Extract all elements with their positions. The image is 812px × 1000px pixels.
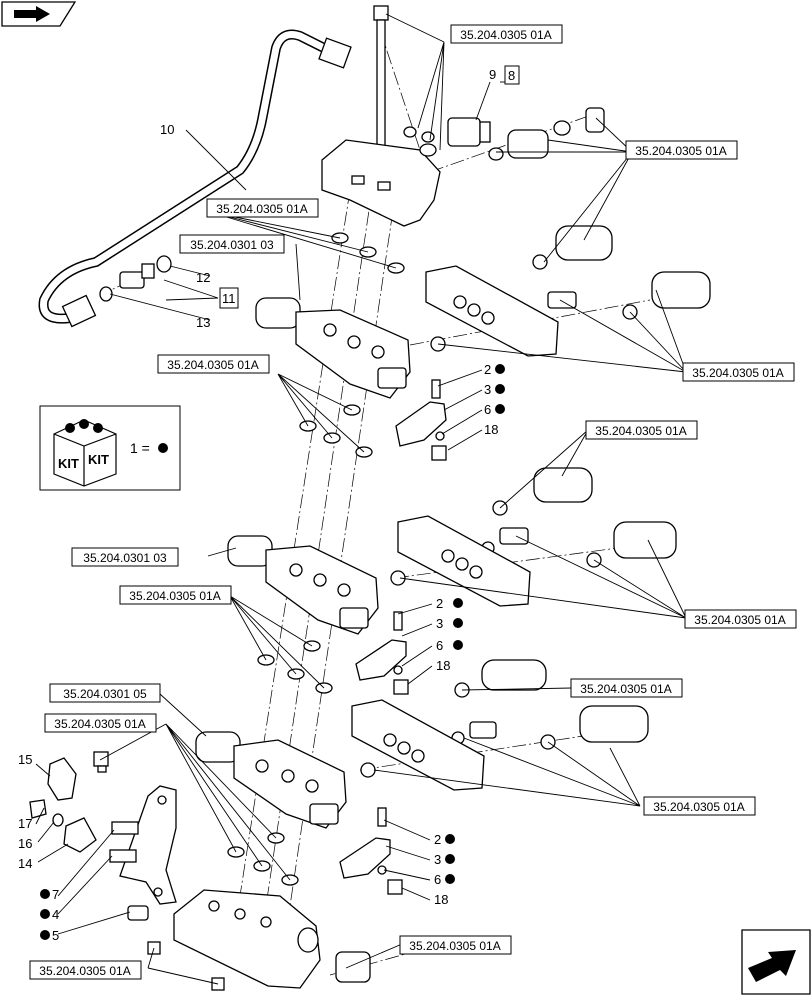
top-right-couplers bbox=[507, 107, 711, 320]
callout-2: 2 bbox=[484, 362, 491, 377]
inlet-end-cover bbox=[147, 889, 371, 991]
kit-equals-label: 1 = bbox=[130, 440, 150, 456]
kit-label-1: KIT bbox=[58, 456, 79, 471]
callout-11: 11 bbox=[222, 291, 236, 306]
pipe-10 bbox=[38, 29, 352, 328]
valve-section-2 bbox=[227, 535, 379, 635]
ref-label: 35.204.0305 01A bbox=[54, 717, 145, 731]
mounting-bracket bbox=[29, 751, 177, 921]
ref-label: 35.204.0305 01A bbox=[653, 800, 744, 814]
coupler-bracket-1 bbox=[425, 265, 559, 357]
ref-box-8[interactable]: 35.204.0301 03 bbox=[71, 547, 179, 567]
ref-box-7[interactable]: 35.204.0305 01A bbox=[585, 420, 698, 440]
kit-box-icon bbox=[53, 419, 117, 487]
ref-label: 35.204.0305 01A bbox=[595, 424, 686, 438]
bullet-icon bbox=[495, 384, 505, 394]
ref-box-9[interactable]: 35.204.0305 01A bbox=[119, 585, 232, 605]
callout-17: 17 bbox=[18, 816, 32, 831]
coupler-bracket-2 bbox=[390, 515, 531, 607]
lower-right-couplers bbox=[451, 659, 649, 750]
ref-label: 35.204.0301 03 bbox=[83, 551, 167, 565]
relief-valve bbox=[447, 117, 504, 161]
callout-16: 16 bbox=[18, 836, 32, 851]
callout-8: 8 bbox=[508, 68, 515, 83]
ref-box-5[interactable]: 35.204.0305 01A bbox=[157, 354, 270, 374]
top-valve-cover bbox=[321, 126, 441, 227]
ref-label: 35.204.0305 01A bbox=[216, 202, 307, 216]
ref-label: 35.204.0305 01A bbox=[580, 682, 671, 696]
ref-box-10[interactable]: 35.204.0305 01A bbox=[684, 609, 797, 629]
ref-label: 35.204.0305 01A bbox=[39, 964, 130, 978]
ref-box-14[interactable]: 35.204.0305 01A bbox=[643, 796, 756, 816]
bullet-icon bbox=[445, 854, 455, 864]
kit-legend: KIT KIT 1 = bbox=[39, 405, 181, 491]
ref-box-13[interactable]: 35.204.0305 01A bbox=[44, 713, 157, 733]
bullet-icon bbox=[453, 618, 463, 628]
ref-label: 35.204.0305 01A bbox=[692, 366, 783, 380]
ref-label: 35.204.0305 01A bbox=[694, 613, 785, 627]
callout-3: 3 bbox=[436, 616, 443, 631]
bullet-icon bbox=[40, 889, 50, 899]
bullet-icon bbox=[40, 909, 50, 919]
ref-label: 35.204.0305 01A bbox=[129, 589, 220, 603]
ref-box-1[interactable]: 35.204.0305 01A bbox=[450, 24, 563, 44]
callout-10: 10 bbox=[160, 122, 174, 137]
lever-kit-3 bbox=[339, 807, 403, 895]
ref-box-11[interactable]: 35.204.0305 01A bbox=[570, 678, 683, 698]
ref-label: 35.204.0301 03 bbox=[190, 238, 274, 252]
callout-labels: 9 8 10 12 11 13 2 3 6 18 2 3 6 18 2 3 6 … bbox=[18, 65, 520, 943]
callout-18: 18 bbox=[436, 658, 450, 673]
bullet-icon bbox=[445, 834, 455, 844]
ref-box-3[interactable]: 35.204.0305 01A bbox=[206, 198, 319, 218]
kit-label-2: KIT bbox=[88, 452, 109, 467]
callout-13: 13 bbox=[196, 315, 210, 330]
forward-arrow-icon[interactable] bbox=[741, 929, 811, 995]
callout-9: 9 bbox=[489, 67, 496, 82]
valve-section-1 bbox=[255, 297, 411, 399]
middle-right-couplers bbox=[481, 467, 677, 568]
lever-kit-2 bbox=[355, 611, 409, 695]
ref-box-2[interactable]: 35.204.0305 01A bbox=[625, 140, 738, 160]
callout-6: 6 bbox=[434, 872, 441, 887]
pipe-fittings bbox=[99, 255, 172, 302]
lever-kit-1 bbox=[395, 379, 447, 461]
callout-4: 4 bbox=[52, 907, 59, 922]
bullet-icon bbox=[495, 404, 505, 414]
callout-3: 3 bbox=[434, 852, 441, 867]
ref-box-4[interactable]: 35.204.0301 03 bbox=[179, 234, 285, 254]
callout-12: 12 bbox=[196, 270, 210, 285]
bullet-icon bbox=[158, 443, 168, 453]
ref-box-6[interactable]: 35.204.0305 01A bbox=[682, 362, 795, 382]
bullet-icon bbox=[453, 640, 463, 650]
bullet-icon bbox=[495, 364, 505, 374]
callout-3: 3 bbox=[484, 382, 491, 397]
coupler-bracket-3 bbox=[351, 699, 485, 791]
callout-18: 18 bbox=[434, 892, 448, 907]
callout-2: 2 bbox=[436, 596, 443, 611]
ref-label: 35.204.0305 01A bbox=[167, 358, 258, 372]
callout-5: 5 bbox=[52, 928, 59, 943]
ref-box-12[interactable]: 35.204.0301 05 bbox=[49, 683, 161, 703]
callout-14: 14 bbox=[18, 856, 32, 871]
callout-2: 2 bbox=[434, 832, 441, 847]
ref-label: 35.204.0305 01A bbox=[635, 144, 726, 158]
ref-box-15[interactable]: 35.204.0305 01A bbox=[399, 935, 512, 955]
valve-section-3 bbox=[195, 731, 347, 829]
back-arrow-icon[interactable] bbox=[1, 1, 77, 27]
callout-15: 15 bbox=[18, 752, 32, 767]
callout-6: 6 bbox=[436, 638, 443, 653]
bullet-icon bbox=[40, 930, 50, 940]
ref-label: 35.204.0305 01A bbox=[409, 939, 500, 953]
ref-label: 35.204.0305 01A bbox=[460, 28, 551, 42]
ref-box-16[interactable]: 35.204.0305 01A bbox=[29, 960, 142, 980]
bullet-icon bbox=[445, 874, 455, 884]
leader-lines bbox=[35, 13, 687, 985]
stud-bolt bbox=[373, 5, 389, 149]
ref-label: 35.204.0301 05 bbox=[63, 687, 147, 701]
callout-6: 6 bbox=[484, 402, 491, 417]
callout-18: 18 bbox=[484, 422, 498, 437]
bullet-icon bbox=[453, 598, 463, 608]
callout-7: 7 bbox=[52, 887, 59, 902]
